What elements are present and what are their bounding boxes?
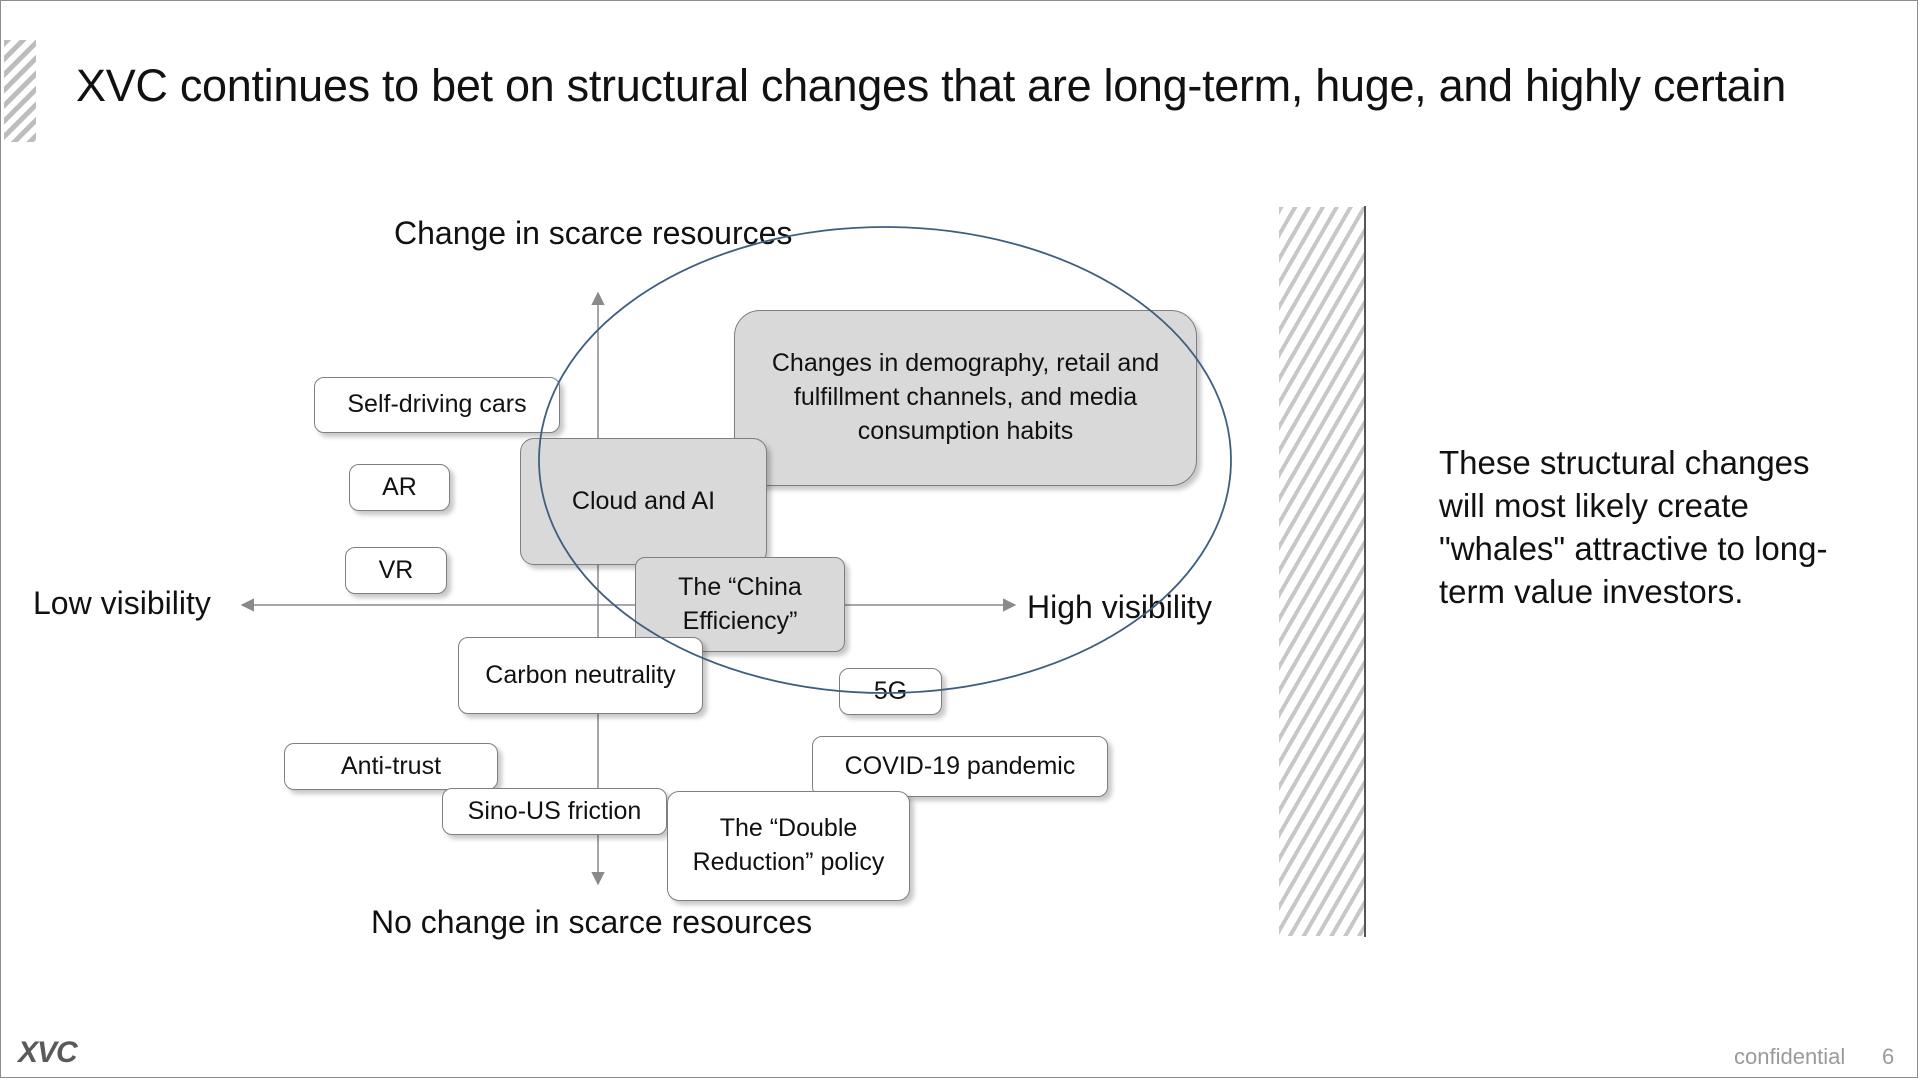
conclusion-note: These structural changes will most likel… [1439, 444, 1828, 610]
item-carbon-neutrality: Carbon neutrality [458, 637, 703, 714]
axis-label-top: Change in scarce resources [394, 215, 793, 251]
highlight-ellipse [538, 226, 1232, 694]
page-number: 6 [1882, 1044, 1895, 1069]
item-double-reduction-policy: The “Double Reduction” policy [667, 791, 910, 901]
item-covid-19-pandemic: COVID-19 pandemic [812, 736, 1108, 797]
item-anti-trust: Anti-trust [284, 743, 498, 790]
item-demography-retail-media: Changes in demography, retail and fulfil… [734, 310, 1197, 486]
item-sino-us-friction: Sino-US friction [442, 788, 667, 835]
axis-label-right: High visibility [1027, 589, 1212, 625]
item-vr: VR [345, 547, 447, 594]
item-ar: AR [349, 464, 450, 511]
axis-label-left: Low visibility [33, 585, 211, 621]
divider-line [1364, 206, 1366, 937]
xvc-logo: XVC [18, 1036, 78, 1069]
divider-stripe [1279, 207, 1364, 936]
item-china-efficiency: The “China Efficiency” [635, 557, 845, 652]
confidential-label: confidential [1734, 1044, 1846, 1069]
title-accent-stripe [4, 40, 36, 142]
item-self-driving-cars: Self-driving cars [314, 377, 560, 433]
axis-label-bottom: No change in scarce resources [371, 904, 813, 940]
slide-title: XVC continues to bet on structural chang… [76, 60, 1786, 111]
